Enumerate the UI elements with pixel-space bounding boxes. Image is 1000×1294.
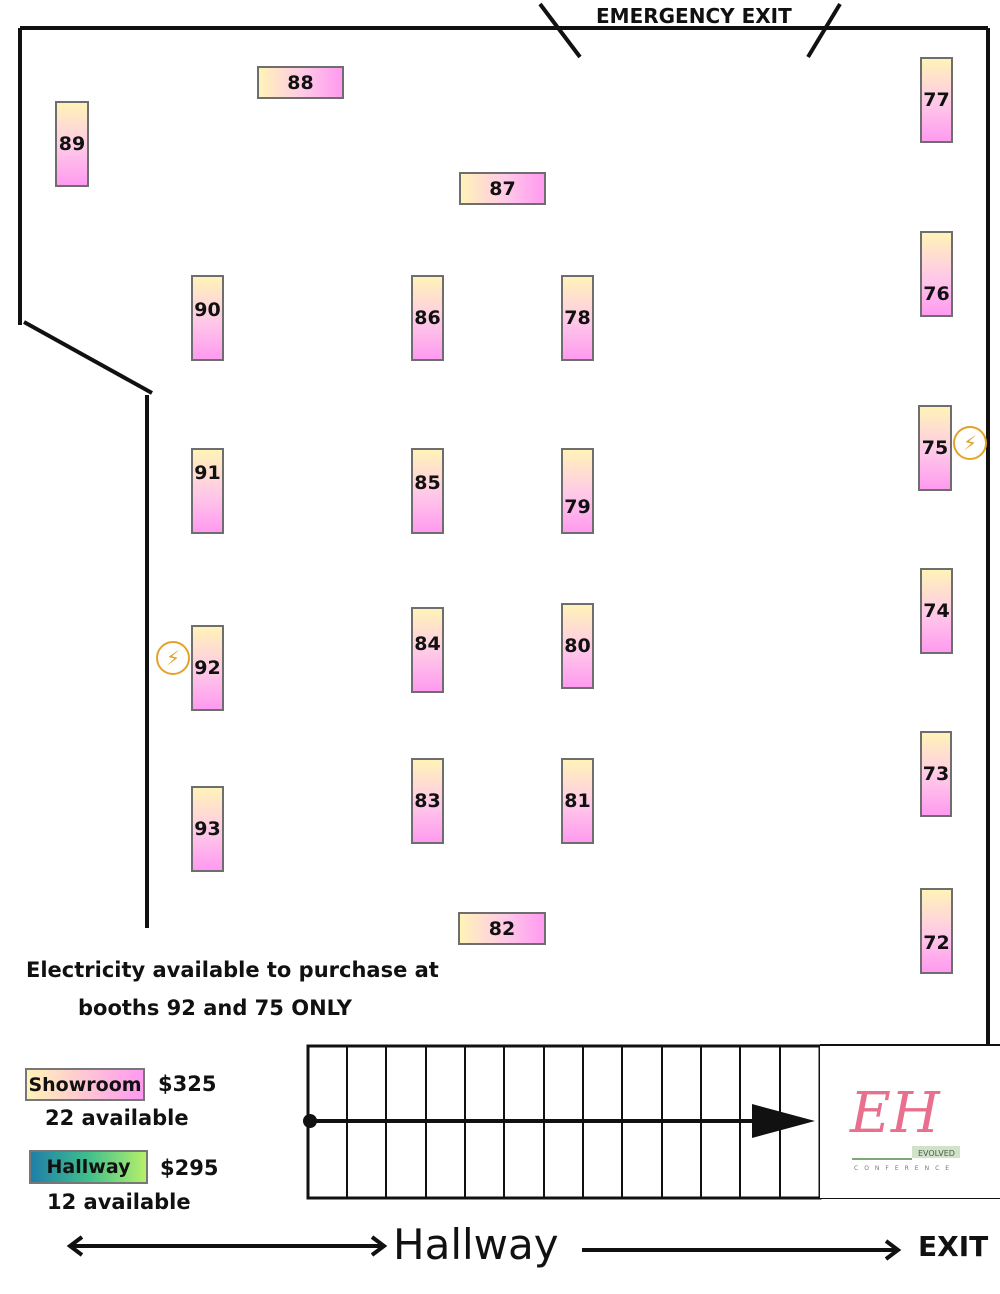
booth-73[interactable]: 73: [920, 731, 952, 817]
hallway-label: Hallway: [393, 1220, 559, 1269]
booth-93[interactable]: 93: [191, 786, 224, 872]
double-arrow-right-head: [370, 1235, 388, 1257]
booth-74[interactable]: 74: [920, 568, 953, 654]
legend-hallway-price: $295: [160, 1156, 219, 1180]
emergency-exit-label: EMERGENCY EXIT: [596, 4, 792, 28]
wall-diagonal: [23, 320, 153, 395]
legend-hallway-available: 12 available: [47, 1190, 191, 1214]
emergency-door-left: [538, 2, 582, 59]
double-arrow-left-head: [66, 1235, 84, 1257]
booth-89[interactable]: 89: [55, 101, 89, 187]
legend-showroom-price: $325: [158, 1072, 217, 1096]
booth-85[interactable]: 85: [411, 448, 444, 534]
booth-78[interactable]: 78: [561, 275, 594, 361]
booth-88[interactable]: 88: [257, 66, 344, 99]
legend-showroom-available: 22 available: [45, 1106, 189, 1130]
electricity-note-line1: Electricity available to purchase at: [26, 958, 439, 982]
electricity-note-line2: booths 92 and 75 ONLY: [78, 996, 352, 1020]
booth-86[interactable]: 86: [411, 275, 444, 361]
logo-subtitle: CONFERENCE: [854, 1165, 955, 1172]
booth-72[interactable]: 72: [920, 888, 953, 974]
electricity-icon-75: ⚡: [953, 426, 987, 460]
electricity-icon-92: ⚡: [156, 641, 190, 675]
logo-monogram: EH: [849, 1081, 941, 1146]
booth-90[interactable]: 90: [191, 275, 224, 361]
hallway-arrow-head: [752, 1104, 815, 1138]
booth-84[interactable]: 84: [411, 607, 444, 693]
logo-badge: EVOLVED: [918, 1149, 955, 1158]
booth-87[interactable]: 87: [459, 172, 546, 205]
booth-75[interactable]: 75: [918, 405, 952, 491]
booth-77[interactable]: 77: [920, 57, 953, 143]
booth-91[interactable]: 91: [191, 448, 224, 534]
legend-showroom-swatch: Showroom: [25, 1068, 145, 1101]
booth-81[interactable]: 81: [561, 758, 594, 844]
booth-76[interactable]: 76: [920, 231, 953, 317]
booth-82[interactable]: 82: [458, 912, 546, 945]
booth-92[interactable]: 92: [191, 625, 224, 711]
emergency-door-right: [806, 2, 842, 59]
booth-80[interactable]: 80: [561, 603, 594, 689]
booth-83[interactable]: 83: [411, 758, 444, 844]
legend-hallway-swatch: Hallway: [29, 1150, 148, 1184]
conference-logo: EH EVOLVED CONFERENCE: [820, 1046, 1000, 1198]
exit-arrow-head: [884, 1239, 902, 1261]
exit-label: EXIT: [918, 1230, 989, 1263]
booth-79[interactable]: 79: [561, 448, 594, 534]
